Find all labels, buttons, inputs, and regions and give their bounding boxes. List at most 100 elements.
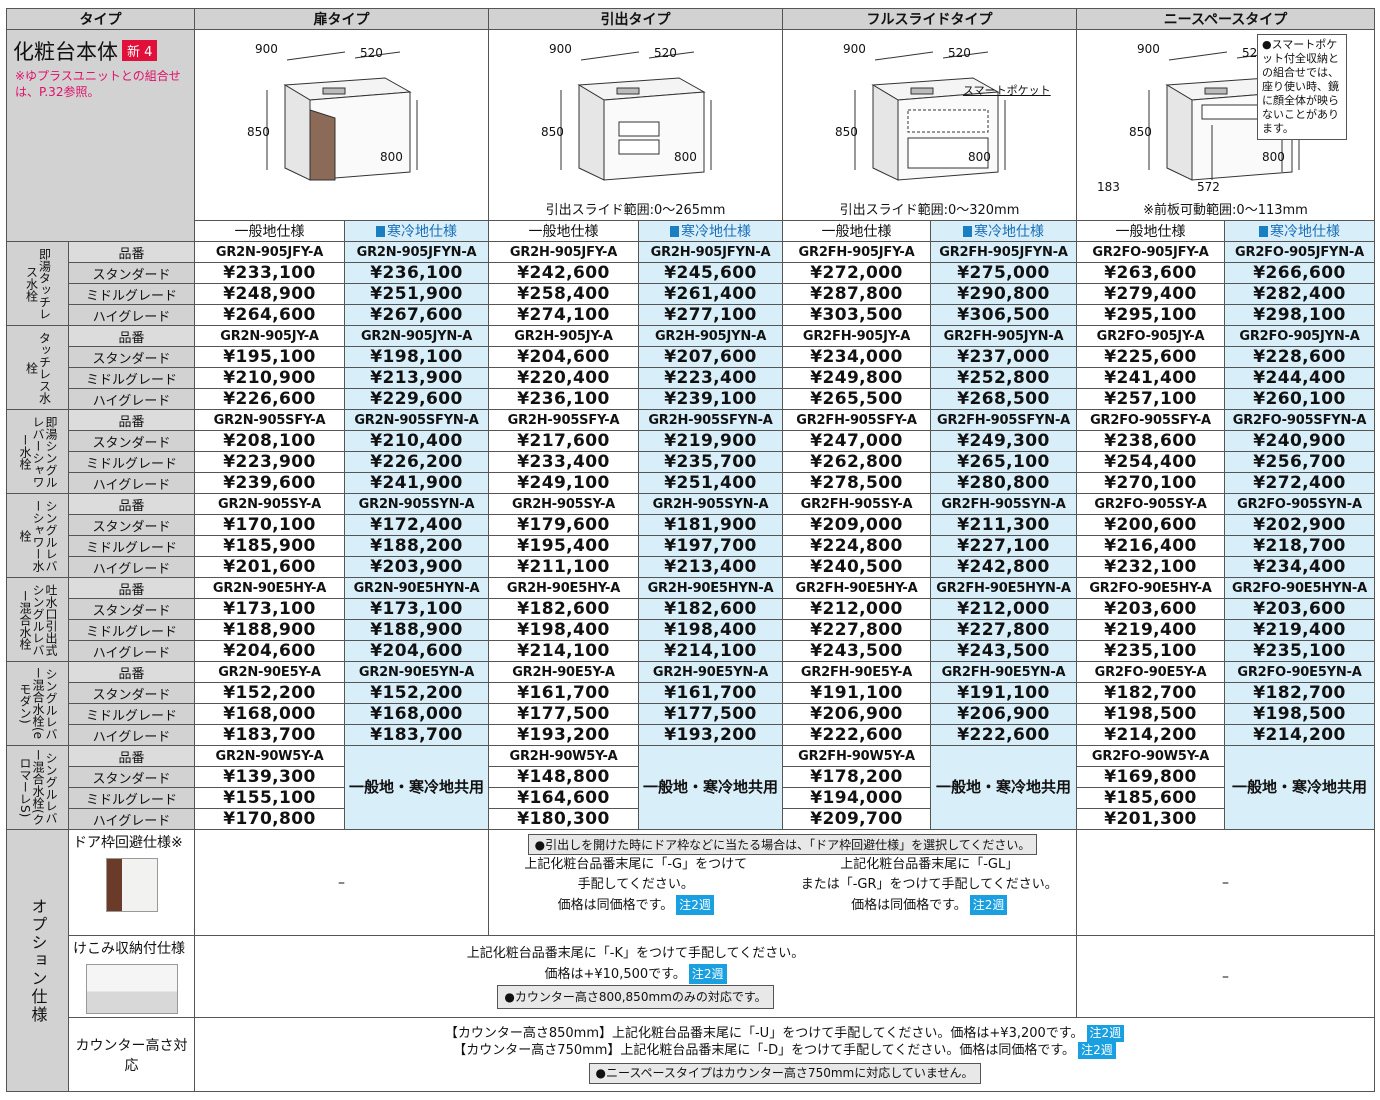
- price-row-standard: スタンダード¥152,200¥152,200¥161,700¥161,700¥1…: [7, 682, 1375, 704]
- dimension-label: 520: [654, 46, 677, 60]
- price-cell: ¥152,200: [194, 682, 345, 704]
- note-tag: 注2週: [1086, 1025, 1125, 1042]
- price-row-middle: ミドルグレード¥188,900¥188,900¥198,400¥198,400¥…: [7, 619, 1375, 641]
- price-cell: ¥198,500: [1224, 703, 1375, 725]
- door-drawer-l1: 上記化粧台品番末尾に「-G」をつけて: [524, 857, 748, 872]
- price-cell: ¥251,400: [638, 472, 783, 494]
- price-row-high: ハイグレード¥170,800¥180,300¥209,700¥201,300: [7, 808, 1375, 830]
- price-cell: ¥256,700: [1224, 451, 1375, 473]
- new-badge: 新 4: [122, 40, 158, 61]
- faucet-group-label: 吐水口引出式シングルレバー混合水栓: [6, 577, 69, 662]
- price-cell: ¥287,800: [782, 283, 931, 305]
- part-number-cell: GR2FH-905JFYN-A: [930, 241, 1077, 263]
- row-label-high: ハイグレード: [68, 724, 195, 746]
- price-cell: ¥213,900: [344, 367, 489, 389]
- price-cell: ¥168,000: [344, 703, 489, 725]
- price-cell: ¥258,400: [488, 283, 639, 305]
- price-cell: ¥243,500: [782, 640, 931, 662]
- drawing-line: [354, 51, 401, 59]
- price-cell: ¥177,500: [488, 703, 639, 725]
- row-label-part: 品番: [68, 745, 195, 767]
- price-cell: ¥241,900: [344, 472, 489, 494]
- price-cell: ¥267,600: [344, 304, 489, 326]
- options-group-label: オプション仕様: [6, 829, 69, 1092]
- price-cell: ¥242,800: [930, 556, 1077, 578]
- door-frame-photo: [105, 858, 158, 912]
- price-cell: ¥195,100: [194, 346, 345, 368]
- door-full-l1: 上記化粧台品番末尾に「-GL」: [840, 857, 1019, 872]
- door-drawer-text: 上記化粧台品番末尾に「-G」をつけて 手配してください。 価格は同価格です。注2…: [490, 855, 783, 916]
- faucet: [322, 87, 346, 95]
- part-number-cell: GR2FO-90W5Y-A: [1076, 745, 1225, 767]
- faucet-group-text: 即湯シングルレバーシャワー水栓: [18, 415, 58, 488]
- price-cell: ¥222,600: [782, 724, 931, 746]
- row-label-standard: スタンダード: [68, 682, 195, 704]
- spec-cold-text: 寒冷地仕様: [974, 224, 1044, 240]
- price-cell: ¥235,100: [1076, 640, 1225, 662]
- faucet-group-text: 即湯タッチレス水栓: [24, 247, 52, 320]
- price-cell: ¥249,100: [488, 472, 639, 494]
- part-number-cell: GR2N-905SFYN-A: [344, 409, 489, 431]
- kick-l2: 価格は+¥10,500です。: [544, 967, 686, 982]
- intro-note: ※ゆプラスユニットとの組合せは、P.32参照。: [15, 69, 181, 99]
- cold-region-icon: [670, 226, 679, 237]
- price-cell: ¥172,400: [344, 514, 489, 536]
- row-label-high: ハイグレード: [68, 556, 195, 578]
- price-cell: ¥241,400: [1076, 367, 1225, 389]
- price-cell: ¥235,700: [638, 451, 783, 473]
- row-label-high: ハイグレード: [68, 472, 195, 494]
- door-full-text: 上記化粧台品番末尾に「-GL」 または「-GR」をつけて手配してください。 価格…: [783, 855, 1076, 916]
- price-cell: ¥240,500: [782, 556, 931, 578]
- price-cell: ¥188,200: [344, 535, 489, 557]
- row-label-middle: ミドルグレード: [68, 283, 195, 305]
- kick-storage-photo: [85, 964, 178, 1014]
- cabinet-drawing: [560, 51, 712, 181]
- price-cell: ¥185,600: [1076, 787, 1225, 809]
- note-tag: 注2週: [676, 895, 714, 915]
- price-row-standard: スタンダード¥195,100¥198,100¥204,600¥207,600¥2…: [7, 346, 1375, 368]
- price-cell: ¥198,500: [1076, 703, 1225, 725]
- type-label: タイプ: [6, 8, 195, 30]
- part-number-cell: GR2FO-905JYN-A: [1224, 325, 1375, 347]
- price-cell: ¥217,600: [488, 430, 639, 452]
- price-cell: ¥303,500: [782, 304, 931, 326]
- faucet-group-label: タッチレス水栓: [6, 325, 69, 410]
- option-door-dash-left: –: [194, 829, 489, 936]
- row-label-part: 品番: [68, 577, 195, 599]
- row-label-part: 品番: [68, 325, 195, 347]
- price-cell: ¥201,300: [1076, 808, 1225, 830]
- option-kick-detail: 上記化粧台品番末尾に「-K」をつけて手配してください。 価格は+¥10,500で…: [194, 935, 1077, 1018]
- part-number-cell: GR2FH-90E5HY-A: [782, 577, 931, 599]
- intro-cell: 化粧台本体新 4 ※ゆプラスユニットとの組合せは、P.32参照。: [6, 29, 195, 242]
- row-label-middle: ミドルグレード: [68, 619, 195, 641]
- part-number-cell: GR2FH-90E5YN-A: [930, 661, 1077, 683]
- price-cell: ¥295,100: [1076, 304, 1225, 326]
- price-row-high: ハイグレード¥264,600¥267,600¥274,100¥277,100¥3…: [7, 304, 1375, 326]
- option-counter-row: カウンター高さ対応 【カウンター高さ850mm】上記化粧台品番末尾に「-U」をつ…: [7, 1017, 1375, 1092]
- faucet-group-text: タッチレス水栓: [24, 331, 52, 404]
- part-number-cell: GR2N-90E5Y-A: [194, 661, 345, 683]
- part-number-cell: GR2N-90E5YN-A: [344, 661, 489, 683]
- price-cell: ¥235,100: [1224, 640, 1375, 662]
- part-number-cell: GR2N-905SY-A: [194, 493, 345, 515]
- row-label-middle: ミドルグレード: [68, 787, 195, 809]
- price-cell: ¥223,400: [638, 367, 783, 389]
- part-number-cell: GR2H-90E5Y-A: [488, 661, 639, 683]
- price-cell: ¥219,900: [638, 430, 783, 452]
- price-cell: ¥233,100: [194, 262, 345, 284]
- drawing-line: [580, 51, 640, 61]
- price-cell: ¥195,400: [488, 535, 639, 557]
- price-cell: ¥216,400: [1076, 535, 1225, 557]
- dimension-label: 900: [1137, 42, 1160, 56]
- option-door-label: ドア枠回避仕様※: [68, 829, 195, 936]
- price-cell: ¥224,800: [782, 535, 931, 557]
- price-cell: ¥194,000: [782, 787, 931, 809]
- door-drawer-l3: 価格は同価格です。: [557, 898, 674, 913]
- part-number-cell: GR2FO-90E5HYN-A: [1224, 577, 1375, 599]
- option-counter-detail: 【カウンター高さ850mm】上記化粧台品番末尾に「-U」をつけて手配してください…: [194, 1017, 1375, 1092]
- option-door-dash-right: –: [1076, 829, 1375, 936]
- dimension-label: 900: [843, 42, 866, 56]
- spec-cold-text: 寒冷地仕様: [1270, 224, 1340, 240]
